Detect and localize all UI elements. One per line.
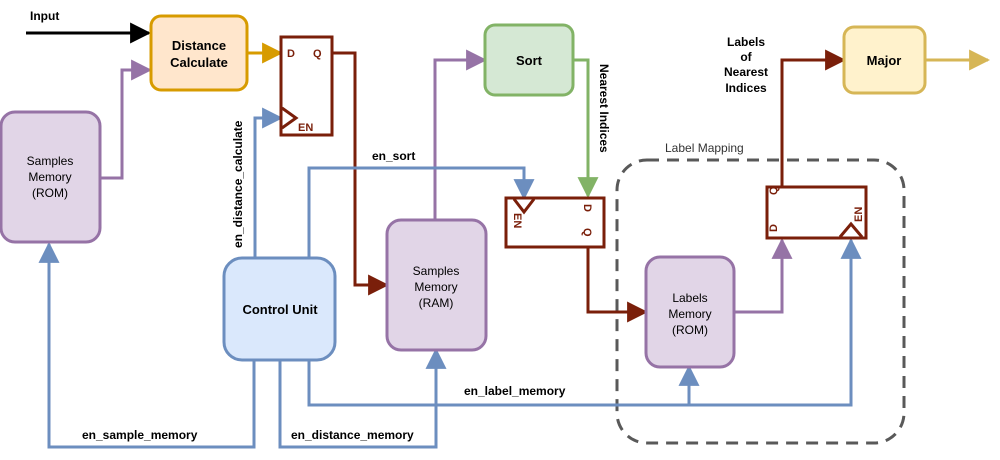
ram-to-sort-wire	[433, 49, 488, 220]
ff2-d-pin: D	[581, 204, 593, 212]
label-mapping-group	[615, 158, 906, 445]
en-label-memory-label: en_label_memory	[464, 384, 566, 398]
labels-to-ff3-wire	[734, 237, 793, 314]
ff3-en-pin: EN	[853, 207, 865, 222]
labels-rom-title-1: Labels	[672, 291, 707, 305]
distance-calculate-title-2: Calculate	[170, 55, 228, 70]
en-sample-memory-wire	[38, 241, 256, 449]
en-sample-memory-label: en_sample_memory	[82, 428, 198, 442]
input-label: Input	[30, 9, 59, 23]
samples-memory-ram-block[interactable]	[385, 218, 488, 352]
en-distance-memory-wire	[278, 347, 447, 449]
ff2-to-labels-wire	[586, 247, 649, 323]
en-distance-memory-label: en_distance_memory	[291, 428, 414, 442]
sort-to-ff2-wire	[573, 58, 599, 199]
samples-ram-title-3: (RAM)	[419, 296, 454, 310]
labels-rom-title-2: Memory	[668, 307, 711, 321]
labels-nearest-label-4: Indices	[725, 81, 767, 95]
ff1-q-pin: Q	[313, 48, 322, 60]
ff3-to-major-wire	[780, 49, 847, 186]
rom-to-distance-wire	[100, 59, 153, 180]
samples-ram-title-1: Samples	[413, 264, 460, 278]
ff3-q-pin: Q	[768, 186, 780, 195]
samples-rom-title-1: Samples	[27, 154, 74, 168]
labels-rom-title-3: (ROM)	[672, 323, 708, 337]
flip-flop-2[interactable]	[504, 196, 606, 249]
samples-rom-title-3: (ROM)	[32, 186, 68, 200]
labels-nearest-label-3: Nearest	[724, 65, 768, 79]
en-distance-calculate-label: en_distance_calculate	[231, 120, 245, 248]
sort-title: Sort	[516, 53, 543, 68]
label-mapping-label: Label Mapping	[665, 141, 744, 155]
flip-flop-1[interactable]	[279, 35, 334, 137]
flip-flop-3[interactable]	[765, 185, 868, 240]
en-label-memory-wire	[307, 360, 700, 407]
labels-memory-rom-block[interactable]	[644, 255, 736, 369]
samples-ram-title-2: Memory	[414, 280, 457, 294]
en-sort-wire	[307, 166, 535, 258]
sort-block[interactable]	[483, 23, 575, 97]
ff3-d-pin: D	[768, 224, 780, 232]
labels-nearest-label-1: Labels	[727, 35, 765, 49]
major-title: Major	[867, 53, 902, 68]
en-sort-label: en_sort	[372, 149, 415, 163]
samples-rom-title-2: Memory	[28, 170, 71, 184]
nearest-indices-label: Nearest Indices	[597, 64, 611, 153]
distance-calculate-title-1: Distance	[172, 38, 226, 53]
en-distance-calculate-wire	[253, 107, 284, 258]
labels-nearest-label-2: of	[740, 50, 752, 64]
distance-calculate-block[interactable]	[149, 14, 249, 92]
en-label-memory-ff3-wire	[689, 237, 862, 407]
control-unit-block[interactable]	[222, 256, 337, 362]
major-block[interactable]	[842, 25, 927, 95]
ff2-q-pin: Q	[581, 228, 593, 237]
ff1-d-pin: D	[287, 48, 295, 60]
samples-memory-rom-block[interactable]	[0, 110, 102, 244]
ff1-en-pin: EN	[298, 122, 313, 134]
ff2-en-pin: EN	[511, 213, 523, 228]
control-unit-title: Control Unit	[242, 302, 318, 317]
